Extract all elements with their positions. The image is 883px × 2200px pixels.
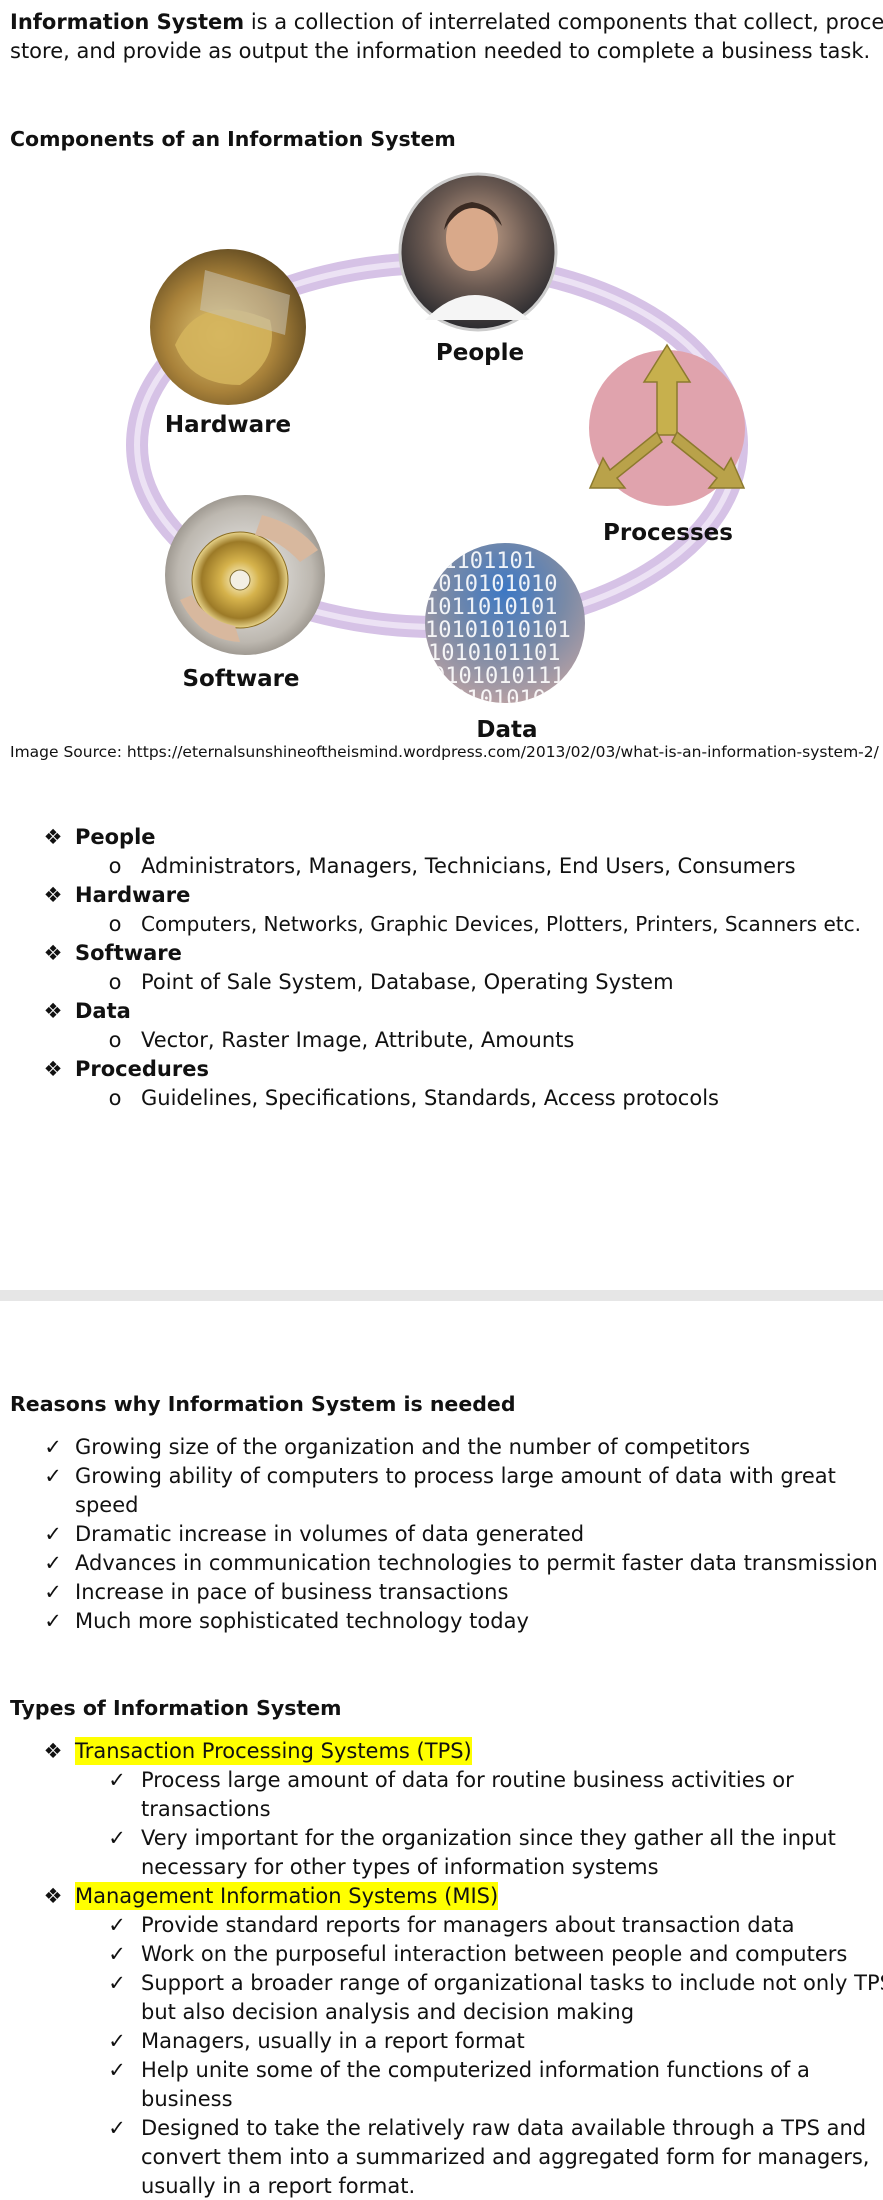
check-bullet-icon: ✓ bbox=[44, 1609, 62, 1633]
type-point-text: Very important for the organization sinc… bbox=[141, 1826, 836, 1850]
circle-bullet-icon: o bbox=[108, 1028, 122, 1052]
type-point-text: convert them into a summarized and aggre… bbox=[141, 2145, 870, 2169]
component-detail: Administrators, Managers, Technicians, E… bbox=[141, 854, 796, 878]
diamond-bullet-icon: ❖ bbox=[43, 883, 63, 907]
component-detail: Guidelines, Specifications, Standards, A… bbox=[141, 1086, 719, 1110]
check-bullet-icon: ✓ bbox=[108, 2058, 126, 2082]
diamond-bullet-icon: ❖ bbox=[43, 941, 63, 965]
diamond-bullet-icon: ❖ bbox=[43, 825, 63, 849]
component-name: People bbox=[75, 825, 156, 849]
type-point-text: usually in a report format. bbox=[141, 2174, 416, 2198]
processes-label: Processes bbox=[603, 520, 733, 546]
document-page-1: Information System is a collection of in… bbox=[0, 8, 883, 1110]
document-page-2: Reasons why Information System is needed… bbox=[0, 1301, 883, 2198]
component-name: Procedures bbox=[75, 1057, 209, 1081]
check-bullet-icon: ✓ bbox=[44, 1580, 62, 1604]
circle-bullet-icon: o bbox=[108, 854, 122, 878]
type-name-highlighted: Transaction Processing Systems (TPS) bbox=[75, 1737, 472, 1765]
type-point-text: Managers, usually in a report format bbox=[141, 2029, 525, 2053]
image-source-caption: Image Source: https://eternalsunshineoft… bbox=[10, 743, 879, 761]
reason-text: Much more sophisticated technology today bbox=[75, 1609, 529, 1633]
components-diagram-graphic: People Hardware Processes bbox=[126, 172, 748, 743]
intro-term: Information System bbox=[10, 10, 245, 34]
page-separator bbox=[0, 1290, 883, 1301]
reason-text: Advances in communication technologies t… bbox=[75, 1551, 878, 1575]
binary-line: 1010101010 bbox=[425, 572, 557, 597]
type-point-text: Designed to take the relatively raw data… bbox=[141, 2116, 867, 2140]
binary-line: 10101010 bbox=[440, 687, 546, 712]
diamond-bullet-icon: ❖ bbox=[43, 999, 63, 1023]
processes-graphic bbox=[588, 343, 746, 506]
component-name: Data bbox=[75, 999, 131, 1023]
binary-line: 01101101 bbox=[430, 549, 536, 574]
binary-line: 0101010111 bbox=[432, 664, 564, 689]
diamond-bullet-icon: ❖ bbox=[43, 1884, 63, 1908]
type-point-text: Help unite some of the computerized info… bbox=[141, 2058, 810, 2082]
intro-line2: store, and provide as output the informa… bbox=[10, 39, 871, 63]
hardware-label: Hardware bbox=[165, 412, 291, 438]
components-diagram: People Hardware Processes bbox=[0, 170, 883, 750]
reason-text: Dramatic increase in volumes of data gen… bbox=[75, 1522, 585, 1546]
check-bullet-icon: ✓ bbox=[44, 1435, 62, 1459]
type-point-text: transactions bbox=[141, 1797, 271, 1821]
reason-text: speed bbox=[75, 1493, 139, 1517]
binary-line: 1011010101 bbox=[425, 595, 557, 620]
type-point-text: Provide standard reports for managers ab… bbox=[141, 1913, 795, 1937]
check-bullet-icon: ✓ bbox=[108, 1971, 126, 1995]
component-detail: Vector, Raster Image, Attribute, Amounts bbox=[141, 1028, 575, 1052]
circle-bullet-icon: o bbox=[108, 1086, 122, 1110]
intro-paragraph: Information System is a collection of in… bbox=[10, 8, 883, 66]
check-bullet-icon: ✓ bbox=[108, 1913, 126, 1937]
reasons-heading: Reasons why Information System is needed bbox=[10, 1392, 516, 1416]
diamond-bullet-icon: ❖ bbox=[43, 1739, 63, 1763]
diamond-bullet-icon: ❖ bbox=[43, 1057, 63, 1081]
type-point-text: but also decision analysis and decision … bbox=[141, 2000, 635, 2024]
people-label: People bbox=[436, 340, 524, 366]
check-bullet-icon: ✓ bbox=[108, 1768, 126, 1792]
intro-line1: is a collection of interrelated componen… bbox=[244, 10, 883, 34]
check-bullet-icon: ✓ bbox=[44, 1551, 62, 1575]
software-label: Software bbox=[182, 666, 299, 692]
binary-line: 10101010101 bbox=[425, 618, 571, 643]
circle-bullet-icon: o bbox=[108, 912, 122, 936]
type-point-text: business bbox=[141, 2087, 233, 2111]
components-heading: Components of an Information System bbox=[10, 127, 456, 151]
reason-text: Growing size of the organization and the… bbox=[75, 1435, 751, 1459]
binary-line: 1010101101 bbox=[428, 641, 560, 666]
reason-text: Growing ability of computers to process … bbox=[75, 1464, 836, 1488]
check-bullet-icon: ✓ bbox=[108, 1942, 126, 1966]
check-bullet-icon: ✓ bbox=[108, 2116, 126, 2140]
type-point-text: necessary for other types of information… bbox=[141, 1855, 659, 1879]
component-name: Hardware bbox=[75, 883, 191, 907]
component-detail: Computers, Networks, Graphic Devices, Pl… bbox=[141, 912, 861, 936]
component-detail: Point of Sale System, Database, Operatin… bbox=[141, 970, 674, 994]
type-point-text: Support a broader range of organizationa… bbox=[141, 1971, 883, 1995]
type-name-highlighted: Management Information Systems (MIS) bbox=[75, 1882, 499, 1910]
data-binary-graphic: 01101101 1010101010 1011010101 101010101… bbox=[425, 543, 585, 712]
check-bullet-icon: ✓ bbox=[108, 2029, 126, 2053]
circle-bullet-icon: o bbox=[108, 970, 122, 994]
people-photo bbox=[398, 172, 558, 332]
type-point-text: Work on the purposeful interaction betwe… bbox=[141, 1942, 848, 1966]
type-point-text: Process large amount of data for routine… bbox=[141, 1768, 794, 1792]
data-label: Data bbox=[476, 717, 537, 743]
check-bullet-icon: ✓ bbox=[108, 1826, 126, 1850]
software-photo bbox=[165, 495, 325, 655]
types-heading: Types of Information System bbox=[10, 1696, 342, 1720]
component-name: Software bbox=[75, 941, 182, 965]
check-bullet-icon: ✓ bbox=[44, 1464, 62, 1488]
hardware-photo bbox=[150, 249, 306, 405]
check-bullet-icon: ✓ bbox=[44, 1522, 62, 1546]
reason-text: Increase in pace of business transaction… bbox=[75, 1580, 509, 1604]
